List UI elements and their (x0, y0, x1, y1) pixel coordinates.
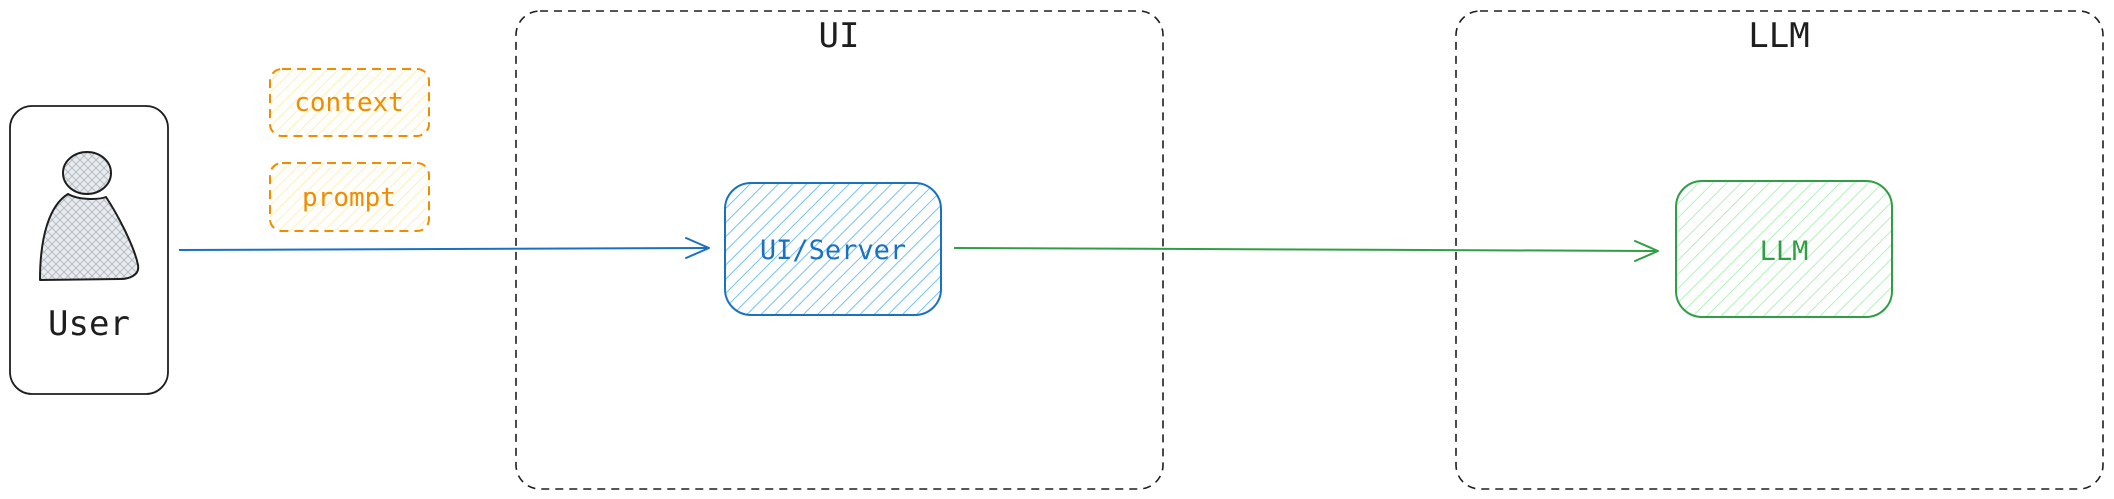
ui-server-label: UI/Server (760, 235, 906, 266)
ui-group: UI (515, 10, 1164, 490)
ui-server-node[interactable]: UI/Server (724, 182, 942, 316)
user-icon (39, 151, 140, 281)
llm-node[interactable]: LLM (1675, 180, 1893, 318)
llm-node-label: LLM (1760, 236, 1809, 267)
prompt-tag-label: prompt (302, 183, 396, 213)
context-tag: context (269, 68, 430, 137)
context-tag-label: context (294, 88, 404, 118)
ui-group-title: UI (819, 16, 860, 56)
llm-group-title: LLM (1748, 16, 1809, 56)
user-label: User (48, 304, 130, 344)
user-actor[interactable]: User (9, 105, 169, 395)
llm-group: LLM (1455, 10, 2104, 490)
prompt-tag: prompt (269, 162, 430, 232)
server-to-llm-arrow (953, 240, 1659, 262)
user-to-server-arrow (178, 237, 710, 259)
